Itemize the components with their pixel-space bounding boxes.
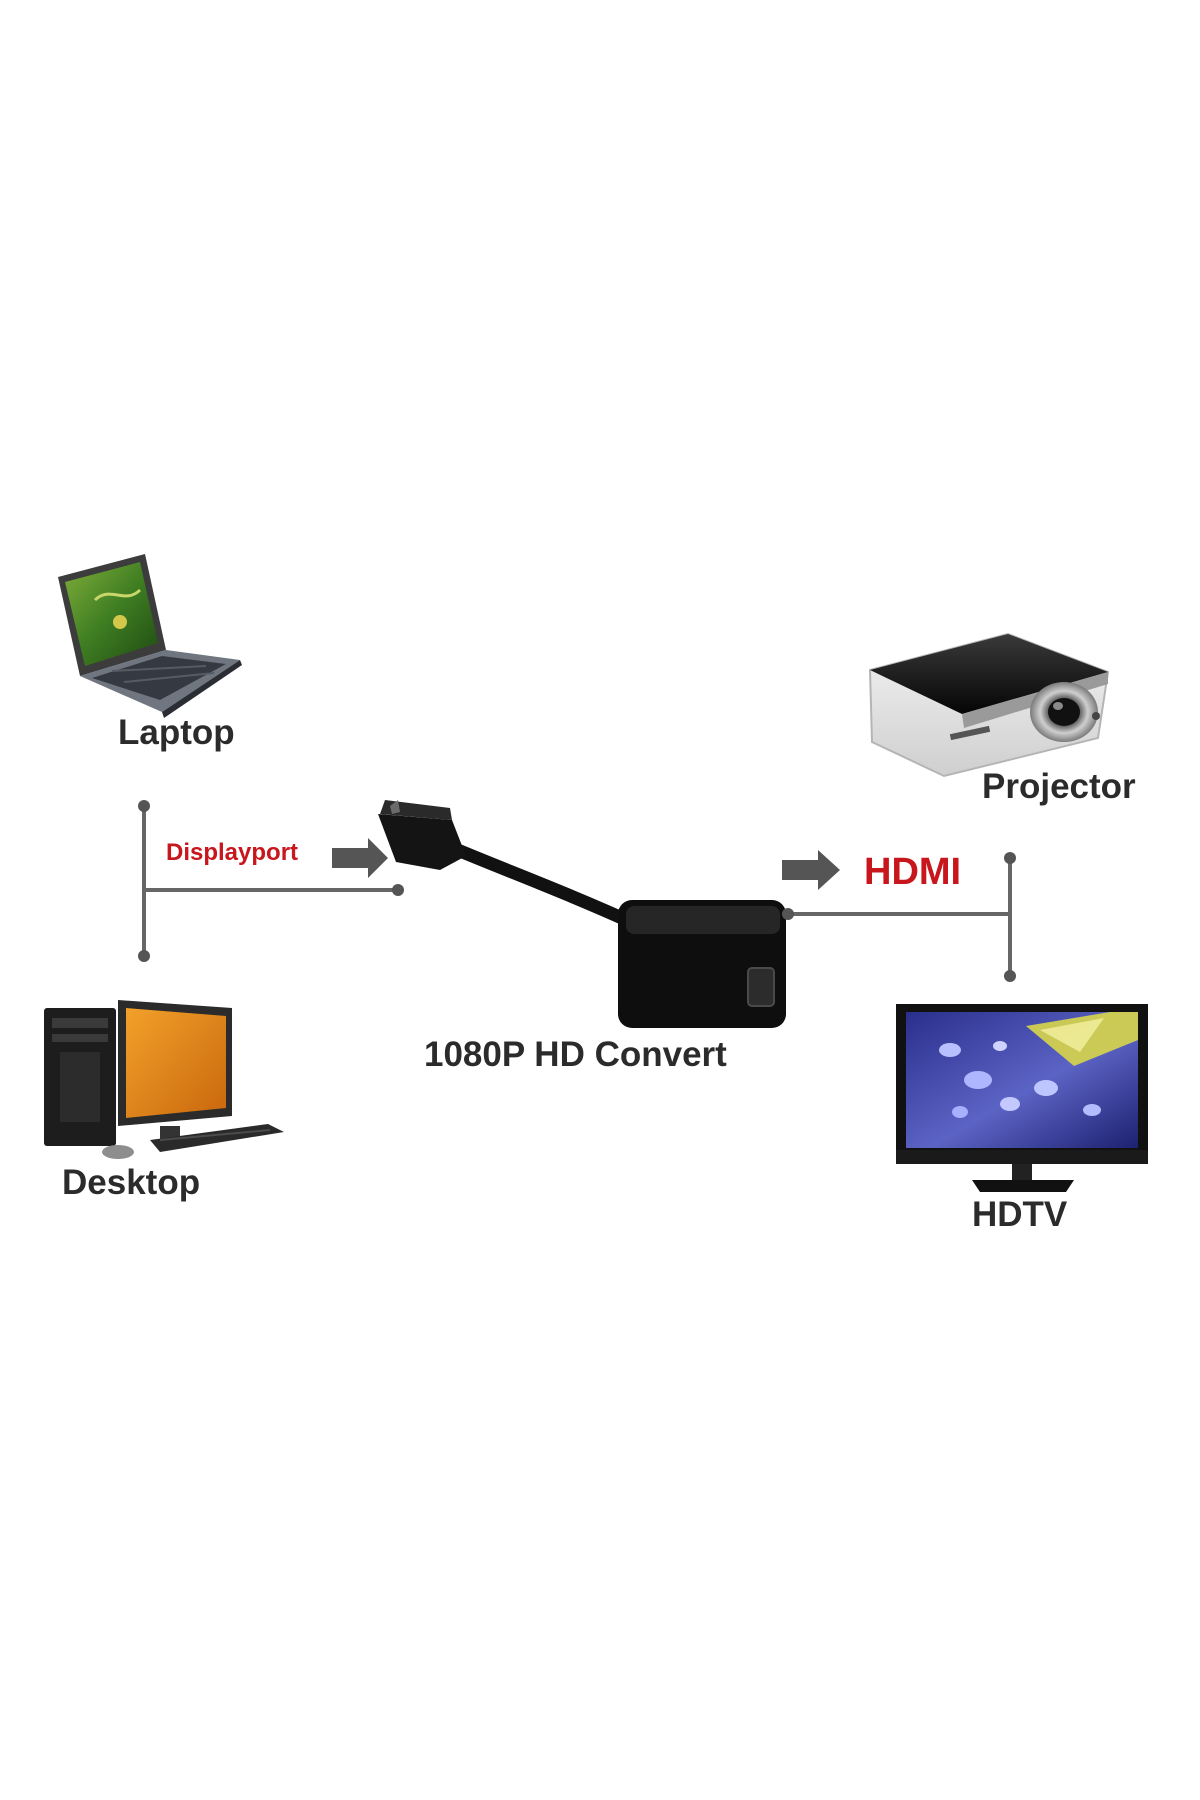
right-arrow-icon [332,838,388,878]
right-arrow-icon [782,850,840,890]
source-connector-line [138,800,404,962]
laptop-icon [58,554,242,718]
desktop-computer-icon [44,1000,284,1159]
desktop-label: Desktop [62,1163,200,1202]
hdmi-label: HDMI [864,851,961,893]
hdtv-icon [896,1004,1148,1192]
laptop-label: Laptop [118,713,235,752]
projector-icon [868,632,1110,778]
displayport-to-hdmi-adapter-icon [378,800,786,1028]
projector-label: Projector [982,767,1136,806]
output-connector-line [782,852,1016,982]
hdtv-label: HDTV [972,1195,1068,1234]
adapter-label: 1080P HD Convert [424,1035,727,1074]
displayport-label: Displayport [166,839,298,866]
